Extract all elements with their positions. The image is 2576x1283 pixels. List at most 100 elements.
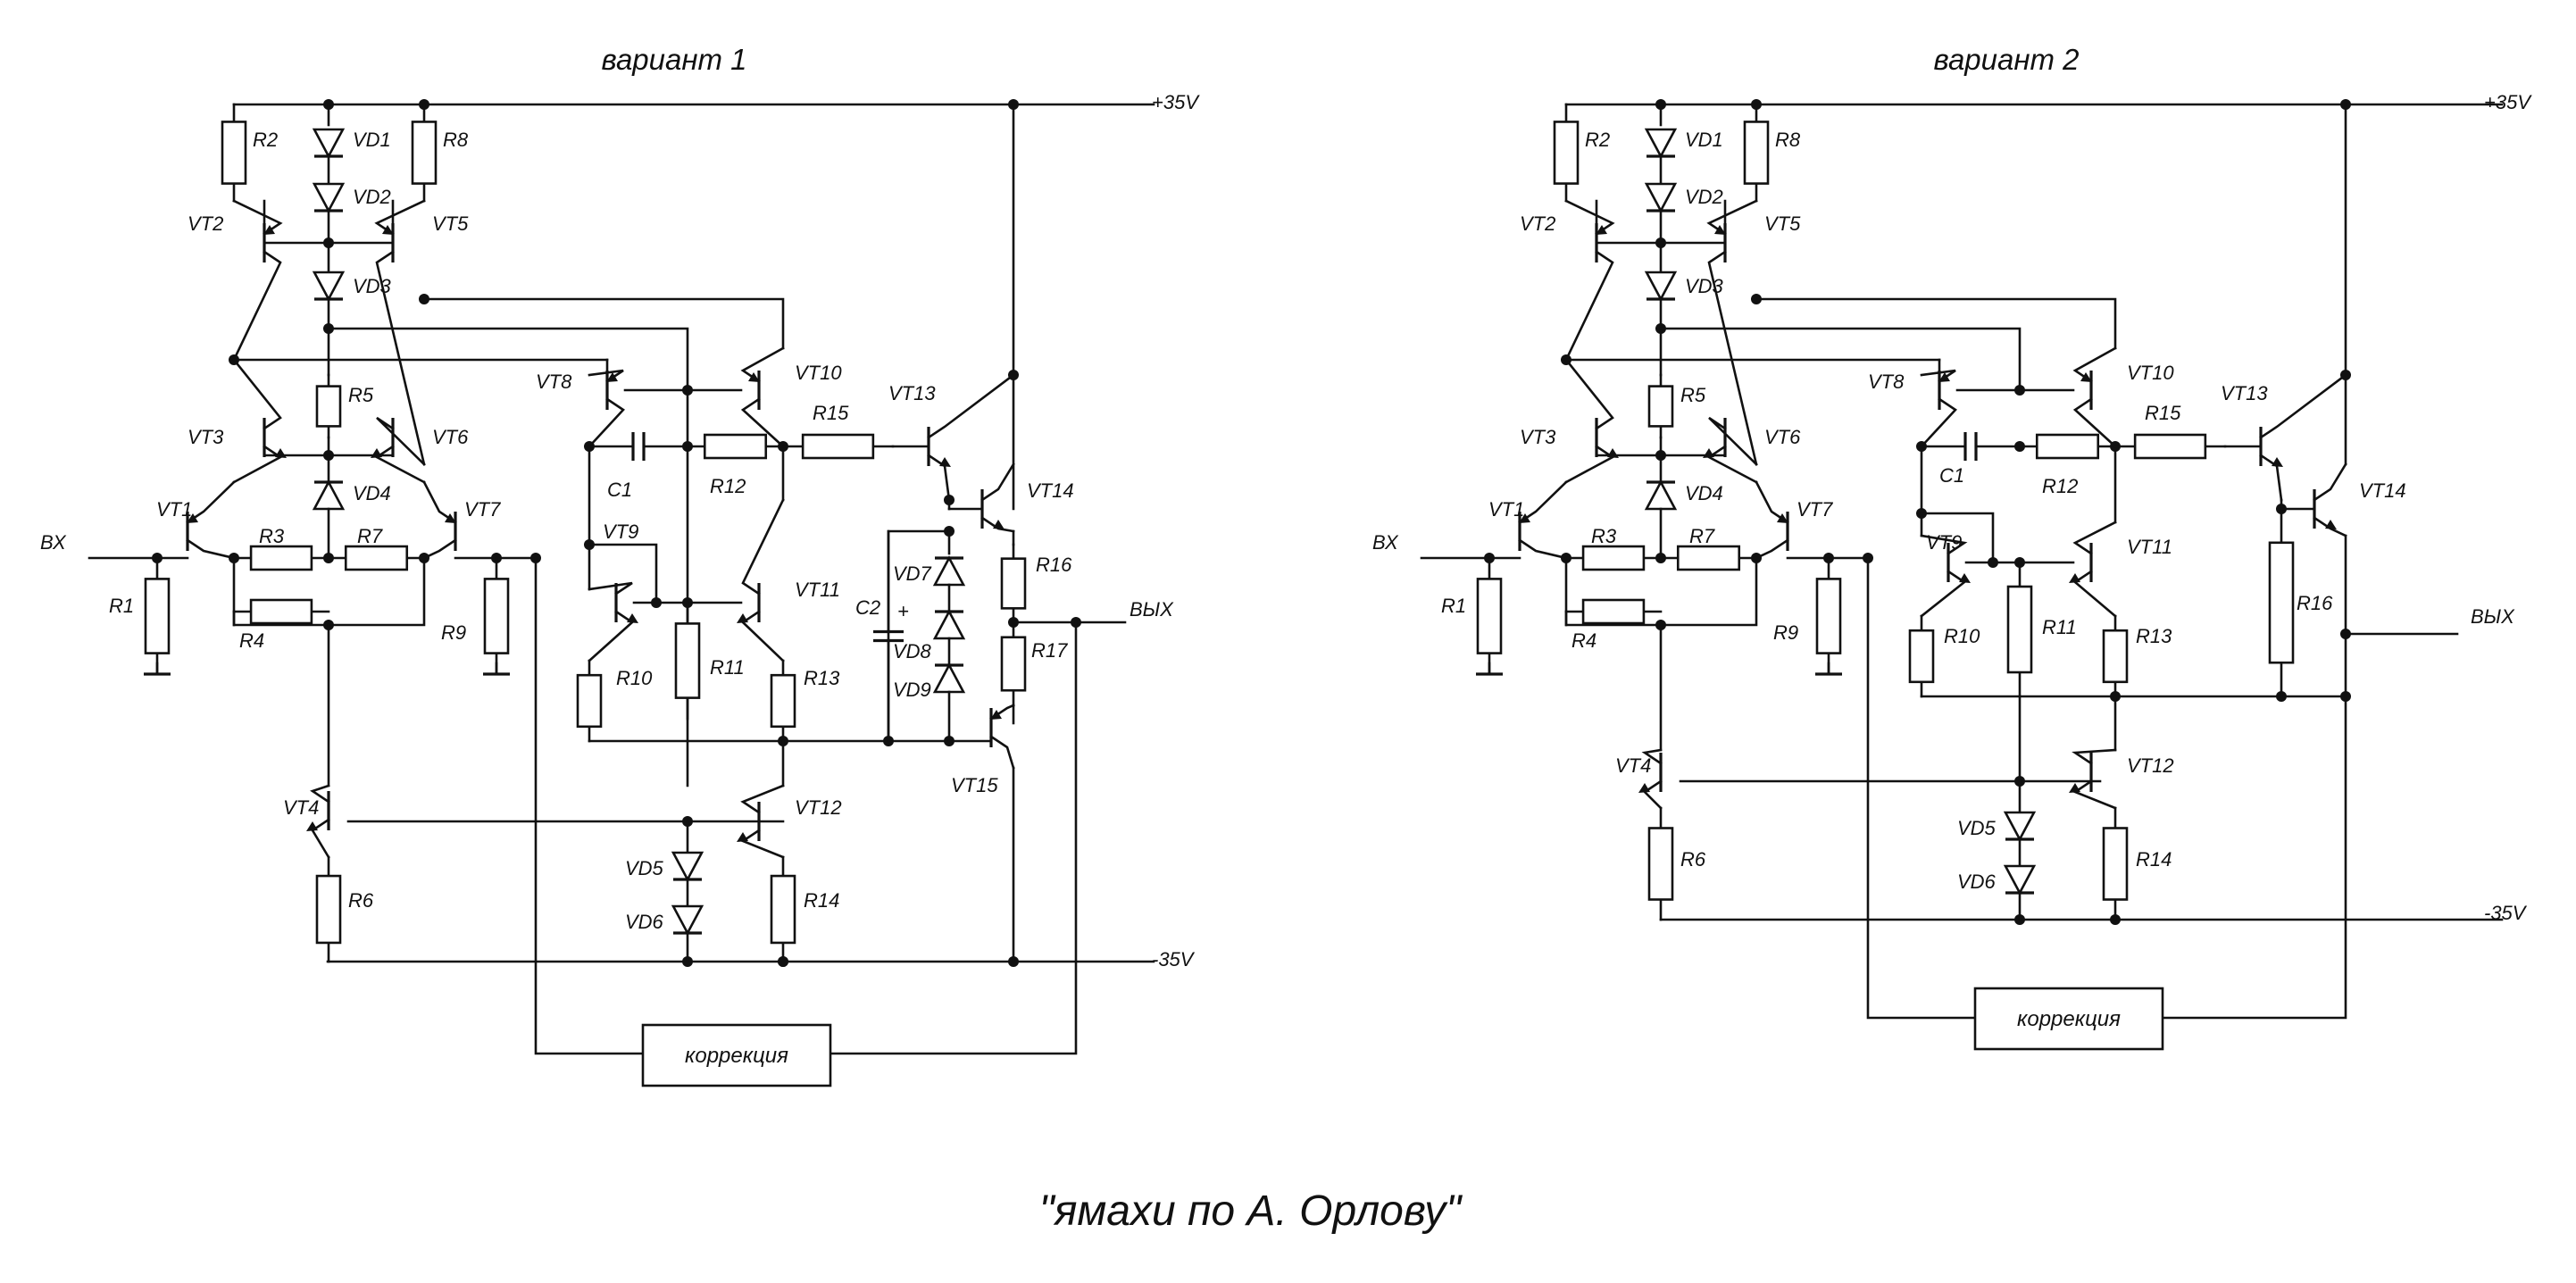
junction-dot bbox=[419, 294, 429, 304]
VT15-emitter-arrow bbox=[990, 710, 1002, 720]
VT6-bottom-lead bbox=[374, 445, 426, 484]
VT10-top-lead bbox=[2072, 346, 2117, 383]
VT8-bottom-lead bbox=[588, 397, 625, 448]
diode-VD6 bbox=[2003, 864, 2037, 896]
wire bbox=[588, 543, 658, 604]
junction-dot bbox=[1751, 294, 1762, 304]
VT12-emitter-arrow bbox=[2069, 783, 2080, 793]
label-r7: R7 bbox=[357, 525, 383, 547]
junction-dot bbox=[2340, 370, 2351, 380]
resistor-R13 bbox=[2102, 629, 2129, 684]
resistor-R17 bbox=[1000, 636, 1027, 692]
VT9-bottom-lead bbox=[1920, 570, 1967, 618]
label-vt8: VT8 bbox=[536, 371, 572, 393]
label-pos: +35V bbox=[1152, 91, 1200, 113]
wire bbox=[1659, 327, 2022, 392]
wire bbox=[1920, 512, 1995, 564]
VT9-bottom-lead bbox=[588, 610, 635, 662]
label-r16: R16 bbox=[2297, 592, 2333, 614]
VT15-bottom-lead bbox=[989, 735, 1015, 770]
wire bbox=[263, 199, 395, 245]
VT8-bottom-lead bbox=[1920, 397, 1957, 448]
label-vd8: VD8 bbox=[893, 640, 932, 662]
VT14-top-lead bbox=[2313, 462, 2347, 502]
VT2-top-lead bbox=[232, 199, 283, 236]
label-vt5: VT5 bbox=[432, 212, 469, 235]
label-vt13: VT13 bbox=[888, 382, 936, 404]
VT1-emitter-arrow bbox=[1519, 513, 1530, 523]
label-c1: C1 bbox=[607, 479, 632, 501]
label-out: ВЫХ bbox=[1130, 598, 1174, 621]
VT6-emitter-arrow bbox=[1703, 448, 1714, 458]
VT14-emitter-arrow bbox=[2325, 520, 2337, 529]
VT2-bottom-lead bbox=[1564, 250, 1614, 362]
resistor-R7 bbox=[1676, 545, 1741, 571]
VT10-top-lead bbox=[740, 346, 785, 383]
label-corr: коррекция bbox=[685, 1044, 788, 1068]
VT12-top-lead bbox=[2072, 748, 2117, 765]
VT4-emitter-arrow bbox=[306, 821, 318, 831]
VT10-emitter-arrow bbox=[2080, 372, 2092, 382]
VT3-emitter-arrow bbox=[275, 448, 287, 458]
label-r7: R7 bbox=[1689, 525, 1715, 547]
label-neg: -35V bbox=[2484, 902, 2528, 924]
label-r2: R2 bbox=[253, 129, 278, 151]
label-vt2: VT2 bbox=[1520, 212, 1555, 235]
VT12-top-lead bbox=[740, 784, 785, 814]
resistor-R16 bbox=[1000, 557, 1027, 610]
VT11-top-lead bbox=[2072, 521, 2117, 555]
VT9-emitter-arrow bbox=[627, 613, 638, 623]
label-vd2: VD2 bbox=[353, 186, 391, 208]
diode-VD6 bbox=[671, 904, 704, 936]
label-vt2: VT2 bbox=[188, 212, 223, 235]
diode-VD5 bbox=[671, 851, 704, 882]
resistor-R13 bbox=[770, 673, 796, 729]
label-in: ВХ bbox=[1372, 531, 1399, 554]
correction-out bbox=[829, 621, 1078, 1055]
junction-dot bbox=[1988, 557, 1998, 568]
label-c2: C2 bbox=[855, 596, 880, 619]
VT2-top-lead bbox=[1564, 199, 1615, 236]
label-vt1: VT1 bbox=[156, 498, 192, 521]
label-r2: R2 bbox=[1585, 129, 1610, 151]
VT7-bottom-lead bbox=[1755, 538, 1789, 560]
label-vd7: VD7 bbox=[893, 562, 932, 585]
label-vd1: VD1 bbox=[1685, 129, 1723, 151]
resistor-R14 bbox=[2102, 827, 2129, 901]
resistor-R11 bbox=[674, 622, 701, 699]
label-vt15: VT15 bbox=[951, 774, 998, 796]
wire bbox=[1659, 556, 1758, 627]
resistor-R6 bbox=[1647, 827, 1674, 901]
label-r4: R4 bbox=[1571, 629, 1596, 652]
label-vt14: VT14 bbox=[1027, 479, 1074, 502]
resistor-R3 bbox=[1581, 545, 1646, 571]
label-plus: + bbox=[897, 600, 909, 622]
VT14-top-lead bbox=[980, 462, 1015, 502]
label-vt11: VT11 bbox=[795, 579, 840, 601]
label-corr: коррекция bbox=[2017, 1007, 2121, 1031]
correction-box bbox=[1973, 987, 2164, 1051]
label-vt5: VT5 bbox=[1764, 212, 1801, 235]
resistor-R11 bbox=[2006, 585, 2033, 674]
resistor-R7 bbox=[344, 545, 409, 571]
label-r11: R11 bbox=[710, 656, 745, 679]
label-r1: R1 bbox=[109, 595, 134, 617]
label-r15: R15 bbox=[2145, 402, 2181, 424]
VT10-bottom-lead bbox=[740, 397, 785, 448]
resistor-R15 bbox=[2133, 433, 2207, 460]
label-r10: R10 bbox=[616, 667, 653, 689]
resistor-R16 bbox=[2268, 541, 2295, 664]
VT10-emitter-arrow bbox=[748, 372, 760, 382]
VT11-emitter-arrow bbox=[737, 613, 748, 623]
VT7-bottom-lead bbox=[422, 538, 457, 560]
label-vd2: VD2 bbox=[1685, 186, 1723, 208]
label-r12: R12 bbox=[2042, 475, 2078, 497]
VT13-top-lead bbox=[2259, 373, 2347, 439]
label-r10: R10 bbox=[1944, 625, 1980, 647]
VT5-bottom-lead bbox=[375, 250, 426, 466]
VT11-bottom-lead bbox=[2072, 570, 2117, 618]
label-vt3: VT3 bbox=[188, 426, 224, 448]
label-vt9: VT9 bbox=[603, 521, 638, 543]
resistor-R14 bbox=[770, 874, 796, 945]
label-vt9: VT9 bbox=[1926, 531, 1962, 554]
